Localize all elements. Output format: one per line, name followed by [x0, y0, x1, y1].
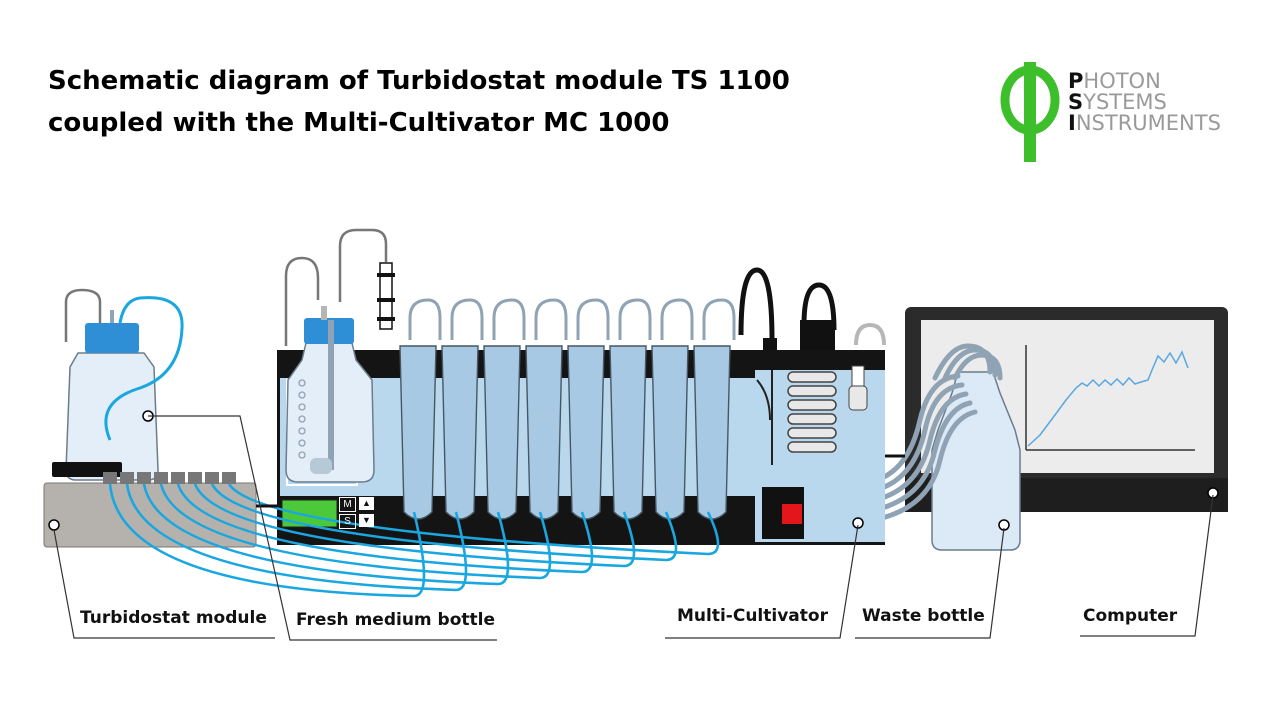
- logo-rest-systems: YSTEMS: [1082, 90, 1167, 114]
- logo-line-2: SYSTEMS: [1068, 90, 1167, 114]
- diagram-title-line-2: coupled with the Multi-Cultivator MC 100…: [48, 108, 670, 138]
- fresh-medium-left-bottle: [64, 288, 184, 481]
- control-panel-keys: M ▲ S ▼: [339, 497, 377, 529]
- monitor-graph: [1025, 345, 1195, 451]
- leader-lines: [53, 415, 1214, 641]
- lcd-display: [281, 499, 338, 528]
- label-waste-bottle: Waste bottle: [862, 606, 985, 626]
- logo-rest-photon: HOTON: [1083, 69, 1160, 93]
- logo-initial-i: I: [1068, 111, 1076, 135]
- waste-bottle: [879, 343, 1021, 551]
- turbidostat-module: [43, 288, 257, 548]
- logo-rest-instruments: NSTRUMENTS: [1076, 111, 1221, 135]
- culture-tubes: [399, 298, 736, 520]
- set-key[interactable]: S: [339, 514, 356, 529]
- psi-logo: PHOTON SYSTEMS INSTRUMENTS: [1000, 62, 1221, 162]
- red-indicator: [782, 504, 802, 524]
- logo-initial-p: P: [1068, 69, 1083, 93]
- turbidostat-marker-dot: [48, 519, 60, 531]
- logo-line-1: PHOTON: [1068, 69, 1161, 93]
- pump-heads: [52, 462, 236, 484]
- logo-line-3: INSTRUMENTS: [1068, 111, 1221, 135]
- up-key[interactable]: ▲: [359, 497, 374, 510]
- label-fresh-medium-bottle: Fresh medium bottle: [296, 610, 496, 630]
- turbidostat-bottle-cap: [85, 323, 139, 353]
- medium-feed-tubing: [108, 483, 720, 598]
- control-panel: [281, 499, 338, 528]
- diagram-title-line-1: Schematic diagram of Turbidostat module …: [48, 66, 790, 96]
- down-key[interactable]: ▼: [359, 514, 374, 527]
- label-multi-cultivator: Multi-Cultivator: [677, 606, 828, 626]
- waste-tubing: [879, 343, 1003, 521]
- cultivator-accessories: [738, 267, 886, 453]
- label-computer: Computer: [1083, 606, 1178, 626]
- mode-key[interactable]: M: [339, 497, 356, 512]
- phi-logo-icon: [1000, 62, 1060, 162]
- air-filter: [377, 262, 395, 330]
- label-turbidostat-module: Turbidostat module: [80, 608, 267, 628]
- fresh-medium-bottle: [284, 228, 395, 486]
- logo-initial-s: S: [1068, 90, 1083, 114]
